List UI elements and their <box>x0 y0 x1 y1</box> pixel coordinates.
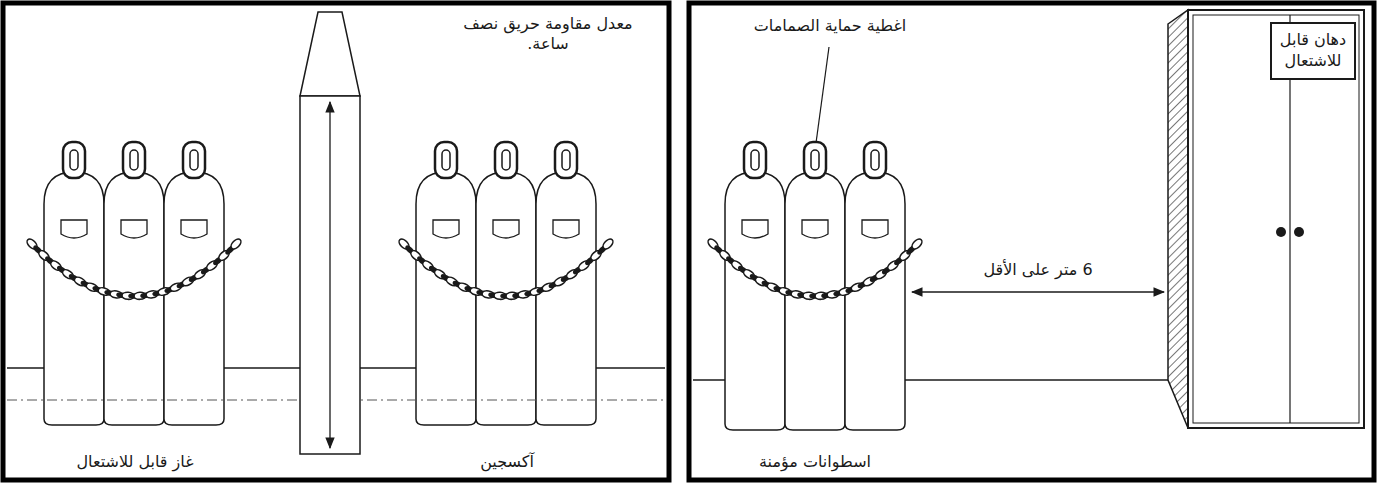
cap-slot <box>442 150 450 170</box>
valve-cap <box>435 142 457 178</box>
label: اسطوانات مؤمنة <box>759 452 871 472</box>
gas-cylinder <box>44 142 104 425</box>
cap-slot <box>811 150 819 170</box>
cap-slot <box>190 150 198 170</box>
cylinder-tag <box>553 220 579 238</box>
cylinder-body <box>725 172 785 430</box>
cap-slot <box>502 150 510 170</box>
cap-slot <box>871 150 879 170</box>
chain-link <box>601 237 614 250</box>
cylinder-body <box>476 172 536 425</box>
valve-cap <box>63 142 85 178</box>
cylinder-body <box>536 172 596 425</box>
chain-link <box>910 237 923 250</box>
cylinder-tag <box>862 220 888 238</box>
label: غاز قابل للاشتعال <box>76 452 193 472</box>
gas-cylinder <box>536 142 596 425</box>
cylinder-tag <box>742 220 768 238</box>
valve-cap <box>495 142 517 178</box>
cabinet-door-frame <box>1193 15 1359 423</box>
label-box: دهان قابل للاشتعال <box>1270 22 1356 80</box>
cylinder-body <box>785 172 845 430</box>
valve-cap <box>183 142 205 178</box>
label: اغطية حماية الصمامات <box>754 16 906 36</box>
cap-slot <box>562 150 570 170</box>
cap-slot <box>751 150 759 170</box>
door-knob <box>1294 227 1304 237</box>
valve-cap <box>123 142 145 178</box>
label: 6 متر على الأقل <box>983 260 1092 280</box>
cylinder-tag <box>61 220 87 238</box>
leader-line <box>816 47 829 143</box>
panel-frame <box>689 3 1374 480</box>
chain <box>397 237 614 299</box>
cylinder-body <box>845 172 905 430</box>
valve-cap <box>744 142 766 178</box>
cylinder-body <box>416 172 476 425</box>
gas-cylinder <box>104 142 164 425</box>
cylinder-tag <box>433 220 459 238</box>
gas-cylinder <box>416 142 476 425</box>
cap-slot <box>70 150 78 170</box>
label: آكسجين <box>480 452 534 472</box>
valve-cap <box>864 142 886 178</box>
cabinet-side <box>1168 10 1188 428</box>
valve-cap <box>555 142 577 178</box>
label: معدل مقاومة حريق نصف ساعة. <box>458 14 638 54</box>
chain <box>25 237 242 299</box>
cylinder-body <box>44 172 104 425</box>
chain-link <box>229 237 242 250</box>
cabinet <box>1188 10 1364 428</box>
cylinder-tag <box>121 220 147 238</box>
cylinder-body <box>104 172 164 425</box>
gas-cylinder <box>785 142 845 430</box>
height-arrow <box>329 102 330 448</box>
cylinder-group <box>706 142 923 430</box>
chain <box>706 237 923 299</box>
box-text: دهان قابل للاشتعال <box>1276 30 1350 72</box>
cylinder-tag <box>493 220 519 238</box>
gas-cylinder <box>725 142 785 430</box>
cylinder-body <box>164 172 224 425</box>
gas-cylinder <box>845 142 905 430</box>
distance-arrow <box>912 291 1164 292</box>
wall-top <box>300 12 360 96</box>
gas-cylinder <box>164 142 224 425</box>
cylinder-tag <box>802 220 828 238</box>
door-knob <box>1276 227 1286 237</box>
valve-cap <box>804 142 826 178</box>
cap-slot <box>130 150 138 170</box>
fire-wall <box>300 96 360 454</box>
cylinder-tag <box>181 220 207 238</box>
panel-frame <box>3 3 669 480</box>
gas-cylinder <box>476 142 536 425</box>
